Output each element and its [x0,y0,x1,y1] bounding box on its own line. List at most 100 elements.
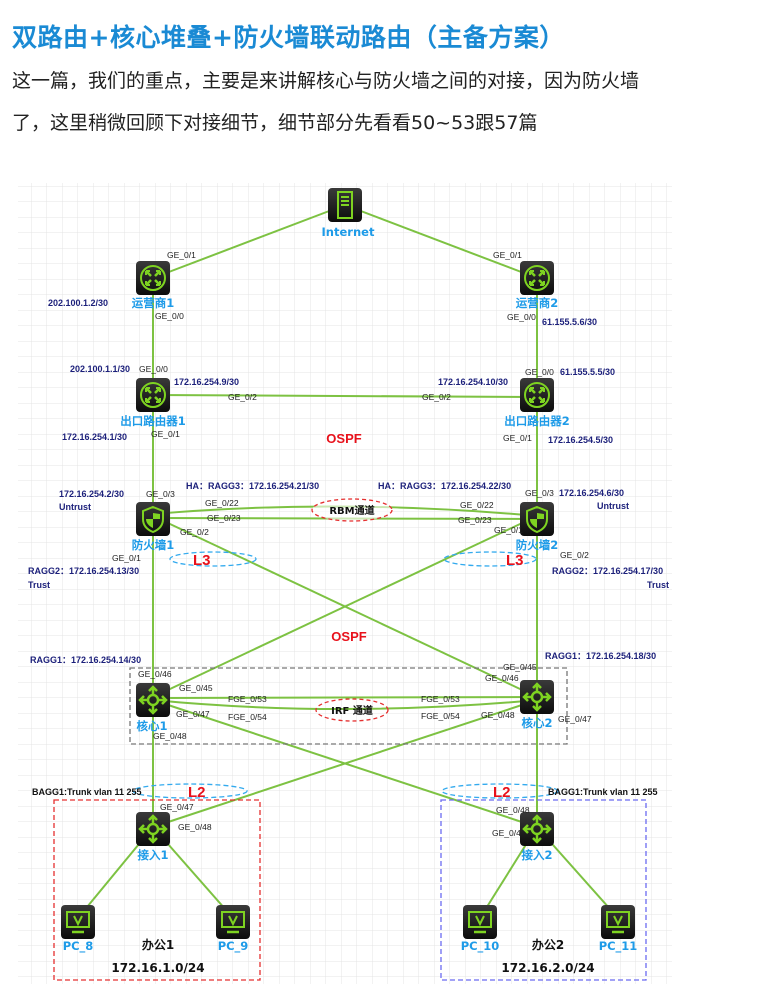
port-label: GE_0/2 [422,392,451,402]
router-icon [520,261,554,295]
port-label: GE_0/4 [492,828,521,838]
core1-node[interactable]: 核心1 [136,683,170,733]
l3-right-label: L3 [506,552,524,569]
ip-label: RAGG2：172.16.254.17/30 [552,566,663,576]
switch-icon [520,680,554,714]
monitor-icon [216,905,250,939]
core2-node[interactable]: 核心2 [520,680,554,730]
port-label: GE_0/22 [205,498,239,508]
port-label: GE_0/1 [151,429,180,439]
monitor-icon [601,905,635,939]
l3-left-ellipse [169,551,257,567]
switch-icon [136,812,170,846]
port-label: GE_0/2 [228,392,257,402]
port-label: GE_0/45 [503,662,537,672]
irf-channel-label: IRF 通道 [331,704,373,717]
node-label: PC_8 [63,939,94,954]
zone-untrust-label: Untrust [597,501,629,511]
port-label: GE_0/0 [525,367,554,377]
port-label: GE_0/3 [146,489,175,499]
article-paragraph-line-2: 了，这里稍微回顾下对接细节，细节部分先看看50~53跟57篇 [12,112,538,134]
zone-trust-label: Trust [647,580,669,590]
rbm-channel-ellipse [311,498,393,522]
port-label: GE_0/48 [481,710,515,720]
link-core-fge053 [152,696,538,699]
office2-subnet: 172.16.2.0/24 [501,961,594,975]
shield-icon [136,502,170,536]
node-label: 接入1 [137,848,168,862]
port-label: GE_0/1 [112,553,141,563]
ip-label: 202.100.1.1/30 [70,364,130,374]
isp1-node[interactable]: 运营商1 [132,261,175,310]
router2-node[interactable]: 出口路由器2 [504,378,570,428]
ip-label: 172.16.254.6/30 [559,488,624,498]
pc8-node[interactable]: PC_8 [61,905,95,954]
link-core-fge054 [152,699,538,710]
pc10-node[interactable]: PC_10 [461,905,500,954]
node-label: 核心1 [136,719,167,733]
rbm-channel-label: RBM通道 [329,504,374,517]
ip-label: 172.16.254.2/30 [59,489,124,499]
ip-label: 202.100.1.2/30 [48,298,108,308]
port-label: GE_0/46 [485,673,519,683]
fw2-node[interactable]: 防火墙2 [516,502,559,552]
l2-right-label: L2 [493,784,511,801]
pc11-node[interactable]: PC_11 [599,905,638,954]
ip-label: HA：RAGG3：172.16.254.22/30 [378,481,511,491]
node-label: 运营商1 [132,296,175,310]
ip-label: 172.16.254.9/30 [174,377,239,387]
l3-right-ellipse [443,551,537,567]
port-labels: GE_0/1 GE_0/0 GE_0/1 GE_0/0 GE_0/0 GE_0/… [112,250,592,838]
port-label: GE_0/0 [155,311,184,321]
l3-left-label: L3 [193,552,211,569]
node-label: PC_10 [461,939,500,954]
router-icon [136,378,170,412]
article-paragraph-line-1: 这一篇，我们的重点，主要是来讲解核心与防火墙之间的对接，因为防火墙 [12,70,640,92]
office1-label: 办公1 [142,937,174,952]
irf-channel-ellipse [315,698,389,722]
ip-label: 172.16.254.10/30 [438,377,508,387]
node-label: 出口路由器2 [504,414,570,428]
port-label: FGE_0/53 [421,694,460,704]
ip-label: 172.16.254.5/30 [548,435,613,445]
server-icon [328,188,362,222]
port-label: GE_0/47 [558,714,592,724]
router-icon [136,261,170,295]
node-label: 核心2 [521,716,552,730]
pc9-node[interactable]: PC_9 [216,905,250,954]
port-label: GE_0/1 [167,250,196,260]
fw1-node[interactable]: 防火墙1 [132,502,175,552]
shield-icon [520,502,554,536]
ip-label: RAGG1：172.16.254.18/30 [545,651,656,661]
ospf-lower-label: OSPF [331,629,366,644]
port-label: GE_0/2 [560,550,589,560]
port-label: GE_0/1 [494,525,523,535]
port-label: GE_0/48 [153,731,187,741]
access2-node[interactable]: 接入2 [520,812,554,862]
port-label: GE_0/47 [176,709,210,719]
port-label: GE_0/46 [138,669,172,679]
ip-labels: 202.100.1.2/30 202.100.1.1/30 172.16.254… [28,298,669,797]
link-internet-isp2 [344,204,538,279]
node-label: 运营商2 [516,296,559,310]
office1-zone-box [53,799,261,981]
monitor-icon [61,905,95,939]
router1-node[interactable]: 出口路由器1 [120,378,186,428]
access1-node[interactable]: 接入1 [136,812,170,862]
zone-trust-label: Trust [28,580,50,590]
port-label: FGE_0/54 [421,711,460,721]
port-label: GE_0/1 [503,433,532,443]
isp2-node[interactable]: 运营商2 [516,261,559,310]
trunk-label: BAGG1:Trunk vlan 11 255 [548,787,658,797]
ip-label: 61.155.5.6/30 [542,317,597,327]
link-router1-router2 [152,394,538,398]
port-label: GE_0/3 [525,488,554,498]
l2-left-ellipse [132,783,248,799]
office1-subnet: 172.16.1.0/24 [111,961,204,975]
node-label: 出口路由器1 [120,414,186,428]
node-label: Internet [322,225,375,239]
article-title: 双路由+核心堆叠+防火墙联动路由（主备方案） [12,23,565,52]
internet-node[interactable]: Internet [322,188,375,239]
node-label: 防火墙1 [132,538,175,552]
